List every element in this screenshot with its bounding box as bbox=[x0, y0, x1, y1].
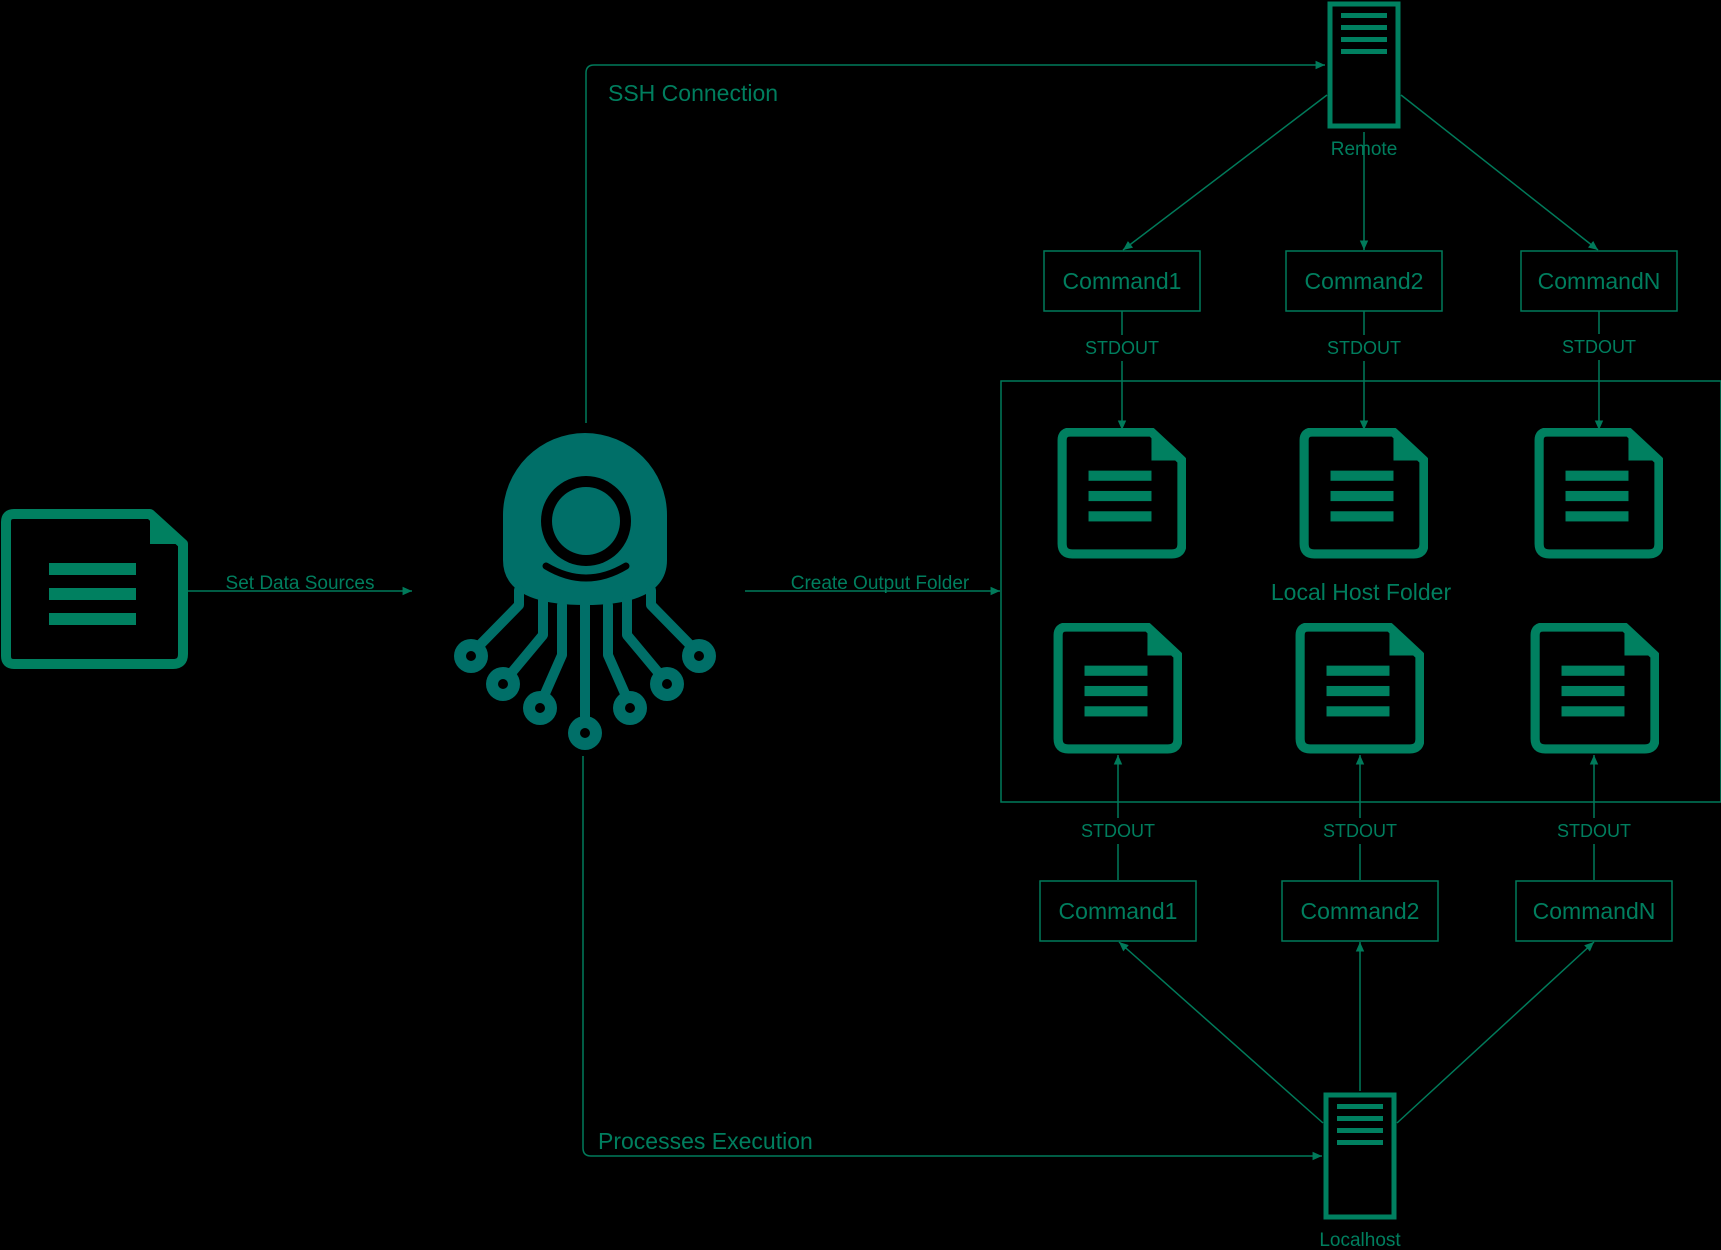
local-host-folder bbox=[1000, 380, 1721, 803]
local-command-2: Command2 bbox=[1281, 880, 1439, 942]
local-command-n: CommandN bbox=[1515, 880, 1673, 942]
local-command-2-label: Command2 bbox=[1301, 898, 1420, 924]
local-command-1-label: Command1 bbox=[1059, 898, 1178, 924]
remote-output-file-2-icon bbox=[1304, 432, 1424, 554]
local-output-file-1-icon bbox=[1058, 627, 1178, 749]
processes-execution-label: Processes Execution bbox=[598, 1128, 813, 1154]
remote-command-1-label: Command1 bbox=[1063, 268, 1182, 294]
octopus-icon bbox=[454, 433, 716, 750]
data-sources-document-icon bbox=[1, 509, 188, 669]
remote-output-file-1-icon bbox=[1062, 432, 1182, 554]
local-output-file-n-icon bbox=[1535, 627, 1655, 749]
local-command-n-label: CommandN bbox=[1533, 898, 1656, 924]
local-stdout-arrows bbox=[1113, 755, 1599, 880]
remote-command-2-label: Command2 bbox=[1305, 268, 1424, 294]
remote-command-n-label: CommandN bbox=[1538, 268, 1661, 294]
remote-output-file-n-icon bbox=[1539, 432, 1659, 554]
ssh-connection-label: SSH Connection bbox=[608, 80, 778, 106]
remote-command-n: CommandN bbox=[1520, 250, 1678, 312]
remote-fanout-arrows bbox=[1122, 94, 1599, 251]
localhost-label: Localhost bbox=[1319, 1230, 1401, 1250]
create-output-folder-label: Create Output Folder bbox=[791, 573, 970, 594]
remote-command-1: Command1 bbox=[1043, 250, 1201, 312]
local-stdout-1-label: STDOUT bbox=[1081, 821, 1155, 841]
remote-stdout-arrows bbox=[1117, 311, 1604, 430]
remote-stdout-n-label: STDOUT bbox=[1562, 337, 1636, 357]
processes-execution-arrow bbox=[582, 756, 1322, 1161]
local-command-1: Command1 bbox=[1039, 880, 1197, 942]
local-host-folder-label: Local Host Folder bbox=[1271, 579, 1452, 605]
ssh-connection-arrow bbox=[585, 60, 1325, 423]
local-output-file-2-icon bbox=[1300, 627, 1420, 749]
remote-stdout-2-label: STDOUT bbox=[1327, 338, 1401, 358]
localhost-fanout-arrows bbox=[1118, 941, 1595, 1124]
local-stdout-n-label: STDOUT bbox=[1557, 821, 1631, 841]
local-stdout-2-label: STDOUT bbox=[1323, 821, 1397, 841]
set-data-sources-label: Set Data Sources bbox=[226, 573, 375, 594]
remote-stdout-1-label: STDOUT bbox=[1085, 338, 1159, 358]
remote-command-2: Command2 bbox=[1285, 250, 1443, 312]
remote-server-icon bbox=[1330, 4, 1398, 126]
localhost-server-icon bbox=[1326, 1095, 1394, 1217]
